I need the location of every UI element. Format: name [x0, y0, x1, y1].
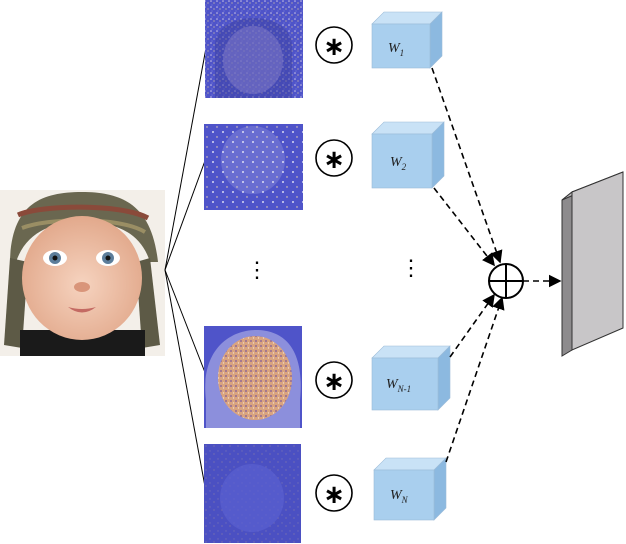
kernel-cube-1: W1: [371, 11, 443, 69]
svg-text:∗: ∗: [323, 367, 345, 397]
kernel-label-4: WN: [390, 488, 409, 505]
convolution-operator-4: ∗: [315, 474, 353, 512]
feature-map-4: [204, 444, 301, 543]
feature-ellipsis: ⋮: [246, 257, 268, 282]
kernel-cube-4: WN: [373, 457, 447, 521]
convolution-operator-1: ∗: [315, 26, 353, 64]
kernel-cube-2: W2: [371, 121, 445, 189]
kernel-label-2: W2: [390, 155, 407, 172]
svg-text:∗: ∗: [323, 480, 345, 510]
kernel-ellipsis: ⋮: [400, 255, 422, 280]
summation-node: [488, 263, 524, 299]
kernel-to-sum-arrows: [431, 67, 505, 463]
kernel-cube-3: WN-1: [371, 345, 451, 411]
feature-map-2: [204, 112, 303, 210]
svg-text:∗: ∗: [323, 145, 345, 175]
output-feature-map: [561, 171, 624, 357]
fan-out-lines: [164, 47, 207, 493]
kernel-label-3: WN-1: [386, 377, 411, 394]
kernel-label-1: W1: [388, 41, 404, 58]
feature-map-1: [205, 0, 303, 98]
feature-map-3: [204, 326, 302, 428]
convolution-operator-2: ∗: [315, 139, 353, 177]
convolution-operator-3: ∗: [315, 361, 353, 399]
svg-text:∗: ∗: [323, 32, 345, 62]
input-image: [0, 190, 165, 356]
